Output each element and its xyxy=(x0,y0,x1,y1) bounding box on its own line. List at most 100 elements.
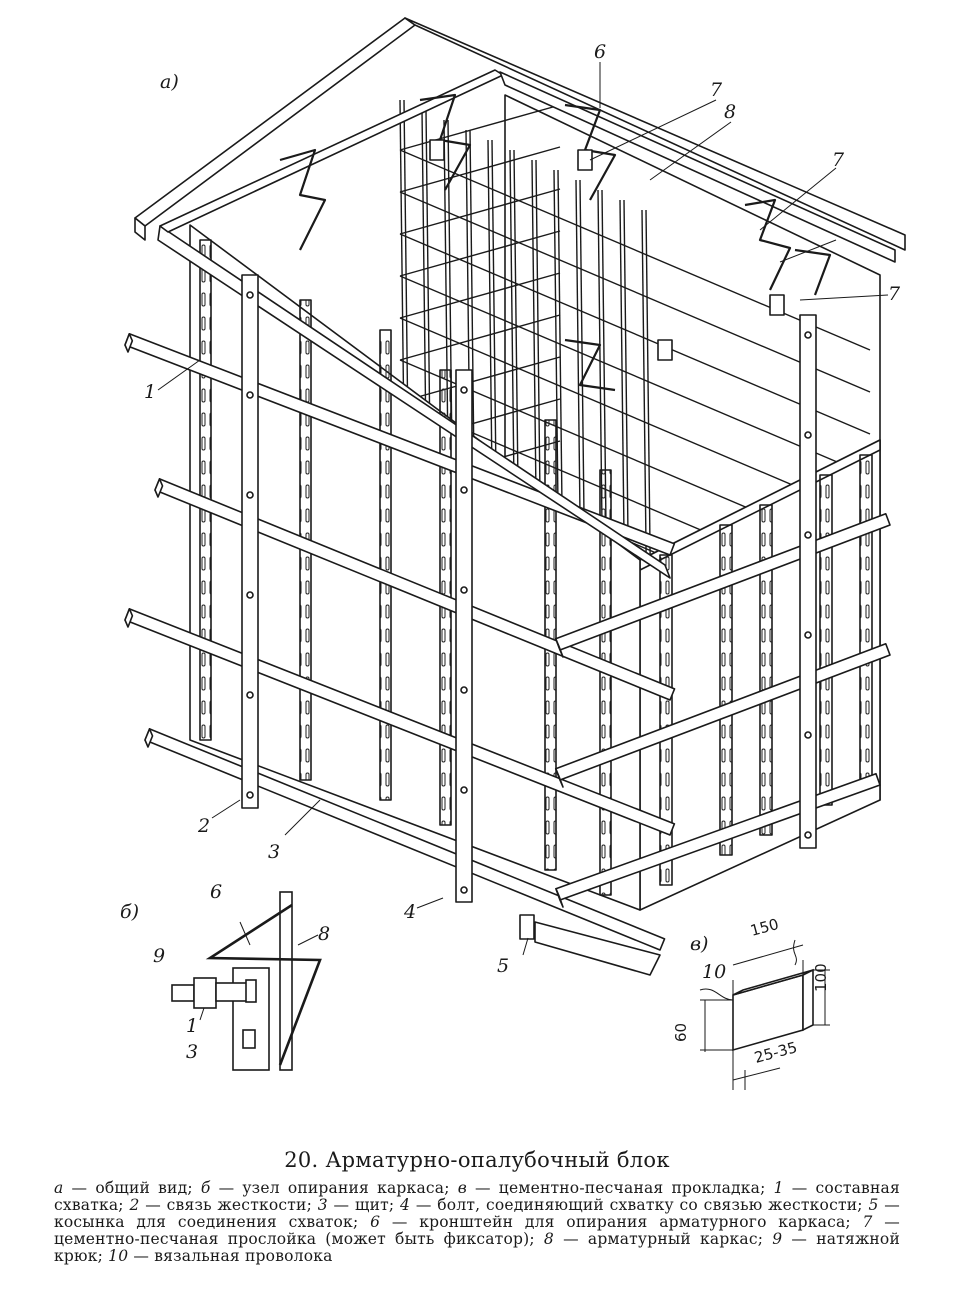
legend-item: 2 — связь жесткости; xyxy=(129,1196,312,1214)
rebar-horizontal xyxy=(399,191,871,393)
legend-item: 10 — вязальная проволока xyxy=(108,1247,333,1265)
view-b-label: б) xyxy=(120,901,139,923)
callout-3: 3 xyxy=(268,841,280,863)
callout-8: 8 xyxy=(724,101,736,123)
bolt-hole xyxy=(804,531,812,539)
slotted-strip xyxy=(859,454,873,786)
view-a-general: а) 1 2 3 4 5 6 7 8 7 7 xyxy=(124,17,906,977)
rebar-horizontal xyxy=(399,188,561,235)
slotted-rail xyxy=(599,469,612,896)
view-a-labels: а) 1 2 3 4 5 6 7 8 7 7 xyxy=(144,41,901,977)
top-wales xyxy=(134,17,906,579)
slotted-strip xyxy=(759,504,773,836)
legend-text: болт, соединяющий схватку со связью жест… xyxy=(437,1196,863,1214)
legend-key: 4 xyxy=(400,1196,411,1214)
view-b-callout-3: 3 xyxy=(186,1041,198,1063)
bolt-hole xyxy=(804,831,812,839)
rebar-horizontal xyxy=(399,314,561,361)
legend-item: 3 — щит; xyxy=(317,1196,395,1214)
right-wale-3-end xyxy=(555,887,564,908)
callout-2: 2 xyxy=(197,815,210,837)
bolt-hole xyxy=(460,386,468,394)
view-c-callout-10: 10 xyxy=(702,961,726,983)
legend-text: связь жесткости; xyxy=(166,1196,312,1214)
legend-key: 2 xyxy=(129,1196,140,1214)
view-a-label: а) xyxy=(160,71,179,93)
dim-width: 150 xyxy=(748,915,780,940)
callout-5: 5 xyxy=(497,955,509,977)
legend-text: кронштейн для опирания арматурного карка… xyxy=(419,1213,851,1231)
bolt-hole xyxy=(246,491,254,499)
slotted-rail xyxy=(199,239,212,741)
legend-text: составная схватка; xyxy=(54,1179,900,1214)
rebar-horizontal xyxy=(399,146,561,193)
figure-caption: 20. Арматурно-опалубочный блок а — общий… xyxy=(40,1148,914,1265)
callout-7-top: 7 xyxy=(710,79,723,101)
mortar-pads xyxy=(429,139,785,361)
legend-item: 7 — цементно-песчаная прослойка (может б… xyxy=(54,1213,900,1248)
legend-key: 10 xyxy=(108,1247,129,1265)
view-b-callout-1: 1 xyxy=(186,1015,198,1037)
rebar-horizontal xyxy=(399,230,561,277)
view-b-support-node: б) 6 8 9 1 3 xyxy=(120,881,330,1071)
gusset xyxy=(519,914,661,976)
legend-key: 3 xyxy=(317,1196,328,1214)
legend-text: цементно-песчаная прослойка (может быть … xyxy=(54,1230,535,1248)
left-wale-4-end xyxy=(144,728,154,748)
bolt-hole xyxy=(246,791,254,799)
bolt-hole xyxy=(246,391,254,399)
rebar-horizontal xyxy=(399,149,871,351)
view-a-leaders xyxy=(157,62,889,956)
legend-item: 5 — косынка для соединения схваток; xyxy=(54,1196,900,1231)
legend-text: общий вид; xyxy=(95,1179,193,1197)
legend-text: вязальная проволока xyxy=(154,1247,333,1265)
bolt-hole xyxy=(804,631,812,639)
legend-item: б — узел опирания каркаса; xyxy=(200,1179,450,1197)
bolt-hole xyxy=(460,886,468,894)
bolt-hole xyxy=(460,786,468,794)
legend-key: 6 xyxy=(370,1213,381,1231)
rebar-horizontal xyxy=(399,104,561,151)
view-c-label: в) xyxy=(690,933,708,955)
view-b-callout-8: 8 xyxy=(318,923,330,945)
legend-item: 9 — натяжной крюк; xyxy=(54,1230,900,1265)
figure-legend: а — общий вид; б — узел опирания каркаса… xyxy=(54,1180,900,1265)
left-wale-1-end xyxy=(124,333,134,353)
figure-title: 20. Арматурно-опалубочный блок xyxy=(284,1148,670,1172)
slotted-strip xyxy=(659,554,673,886)
callout-6: 6 xyxy=(594,41,606,63)
bolt-hole xyxy=(246,591,254,599)
dim-height: 100 xyxy=(812,963,830,992)
legend-item: 6 — кронштейн для опирания арматурного к… xyxy=(370,1213,851,1231)
legend-text: косынка для соединения схваток; xyxy=(54,1213,359,1231)
legend-item: 4 — болт, соединяющий схватку со связью … xyxy=(400,1196,863,1214)
view-c-mortar-pad: в) 10 150 100 25-35 60 xyxy=(672,915,830,1090)
legend-text: щит; xyxy=(354,1196,395,1214)
legend-item: а — общий вид; xyxy=(54,1179,193,1197)
right-wale-2-end xyxy=(554,767,564,788)
view-b-callout-9: 9 xyxy=(153,945,165,967)
legend-item: 1 — составная схватка; xyxy=(54,1179,900,1214)
left-wale-2-end xyxy=(154,478,164,498)
right-wale-1-end xyxy=(554,637,564,658)
legend-text: натяжной крюк; xyxy=(54,1230,900,1265)
rebar-horizontal xyxy=(399,356,561,403)
bolt-hole xyxy=(460,686,468,694)
left-wale-3-end xyxy=(124,608,134,628)
slotted-strip xyxy=(819,474,833,806)
rebar-horizontal xyxy=(399,272,561,319)
legend-key: 5 xyxy=(868,1196,879,1214)
legend-item: 8 — арматурный каркас; xyxy=(543,1230,764,1248)
callout-4: 4 xyxy=(403,901,416,923)
bolt-hole xyxy=(804,331,812,339)
stiffening-tie xyxy=(241,274,259,809)
right-panel xyxy=(639,439,881,911)
slotted-strip xyxy=(719,524,733,856)
legend-key: 9 xyxy=(772,1230,783,1248)
legend-item: в — цементно-песчаная прокладка; xyxy=(457,1179,766,1197)
legend-key: в xyxy=(457,1179,467,1197)
bolt-hole xyxy=(460,486,468,494)
legend-key: 7 xyxy=(862,1213,873,1231)
rebar-horizontal xyxy=(399,275,871,477)
bolt-hole xyxy=(804,431,812,439)
